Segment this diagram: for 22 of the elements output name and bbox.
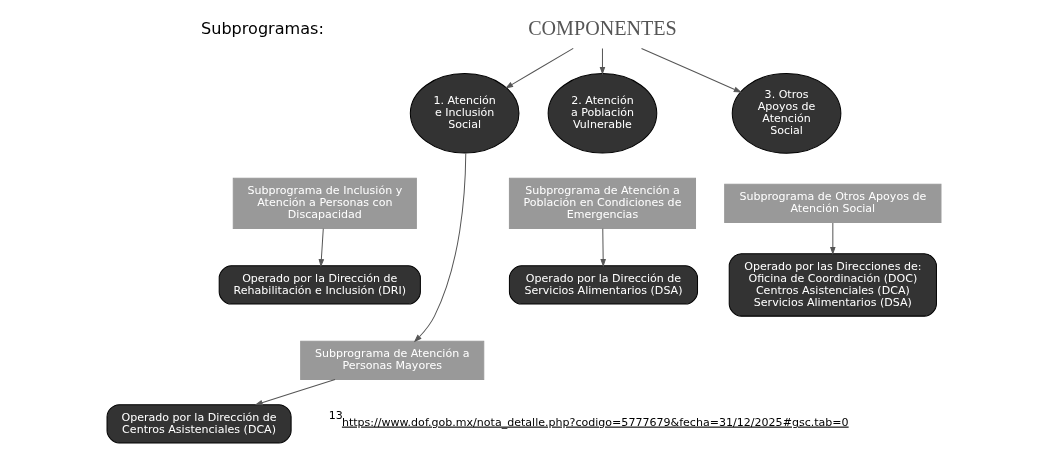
node-box: Subprograma de Inclusión y Atención a Personas con Discapacidad (232, 177, 417, 230)
arrow (254, 379, 336, 406)
node-box: Subprograma de Atención a Personas Mayores (300, 340, 485, 380)
node-text: COMPONENTES (528, 17, 677, 40)
node-box: Operado por la Dirección de Rehabilitación e Inclusión (DRI) (218, 265, 421, 305)
node-ellipse: 1. Atención e Inclusión Social (409, 73, 520, 154)
arrow (505, 47, 574, 89)
arrow (830, 222, 836, 255)
label: https://www.dof.gob.mx/nota_detalle.php?codigo=5777679&fecha=31/12/2025#gsc.tab=0 (341, 415, 849, 429)
node-box: Operado por la Dirección de Centros Asistenciales (DCA) (106, 404, 292, 444)
node-box: Operado por las Direcciones de: Oficina de Coordinación (DOC) Centros Asistenciales (DCA) Servicios Alimentarios (DSA) (728, 253, 937, 317)
arrow (641, 47, 742, 93)
node-ellipse: 2. Atención a Población Vulnerable (547, 73, 658, 154)
node-box: Subprograma de Otros Apoyos de Atención Social (724, 183, 942, 224)
arrow (600, 228, 606, 268)
label: 13 (328, 409, 343, 423)
node-box: Subprograma de Atención a Población en Condiciones de Emergencias (508, 177, 697, 230)
arrow (413, 152, 467, 343)
node-box: Operado por la Dirección de Servicios Alimentarios (DSA) (508, 265, 699, 305)
label: Subprogramas: (201, 19, 324, 39)
arrow (318, 228, 325, 268)
arrow (599, 47, 606, 75)
